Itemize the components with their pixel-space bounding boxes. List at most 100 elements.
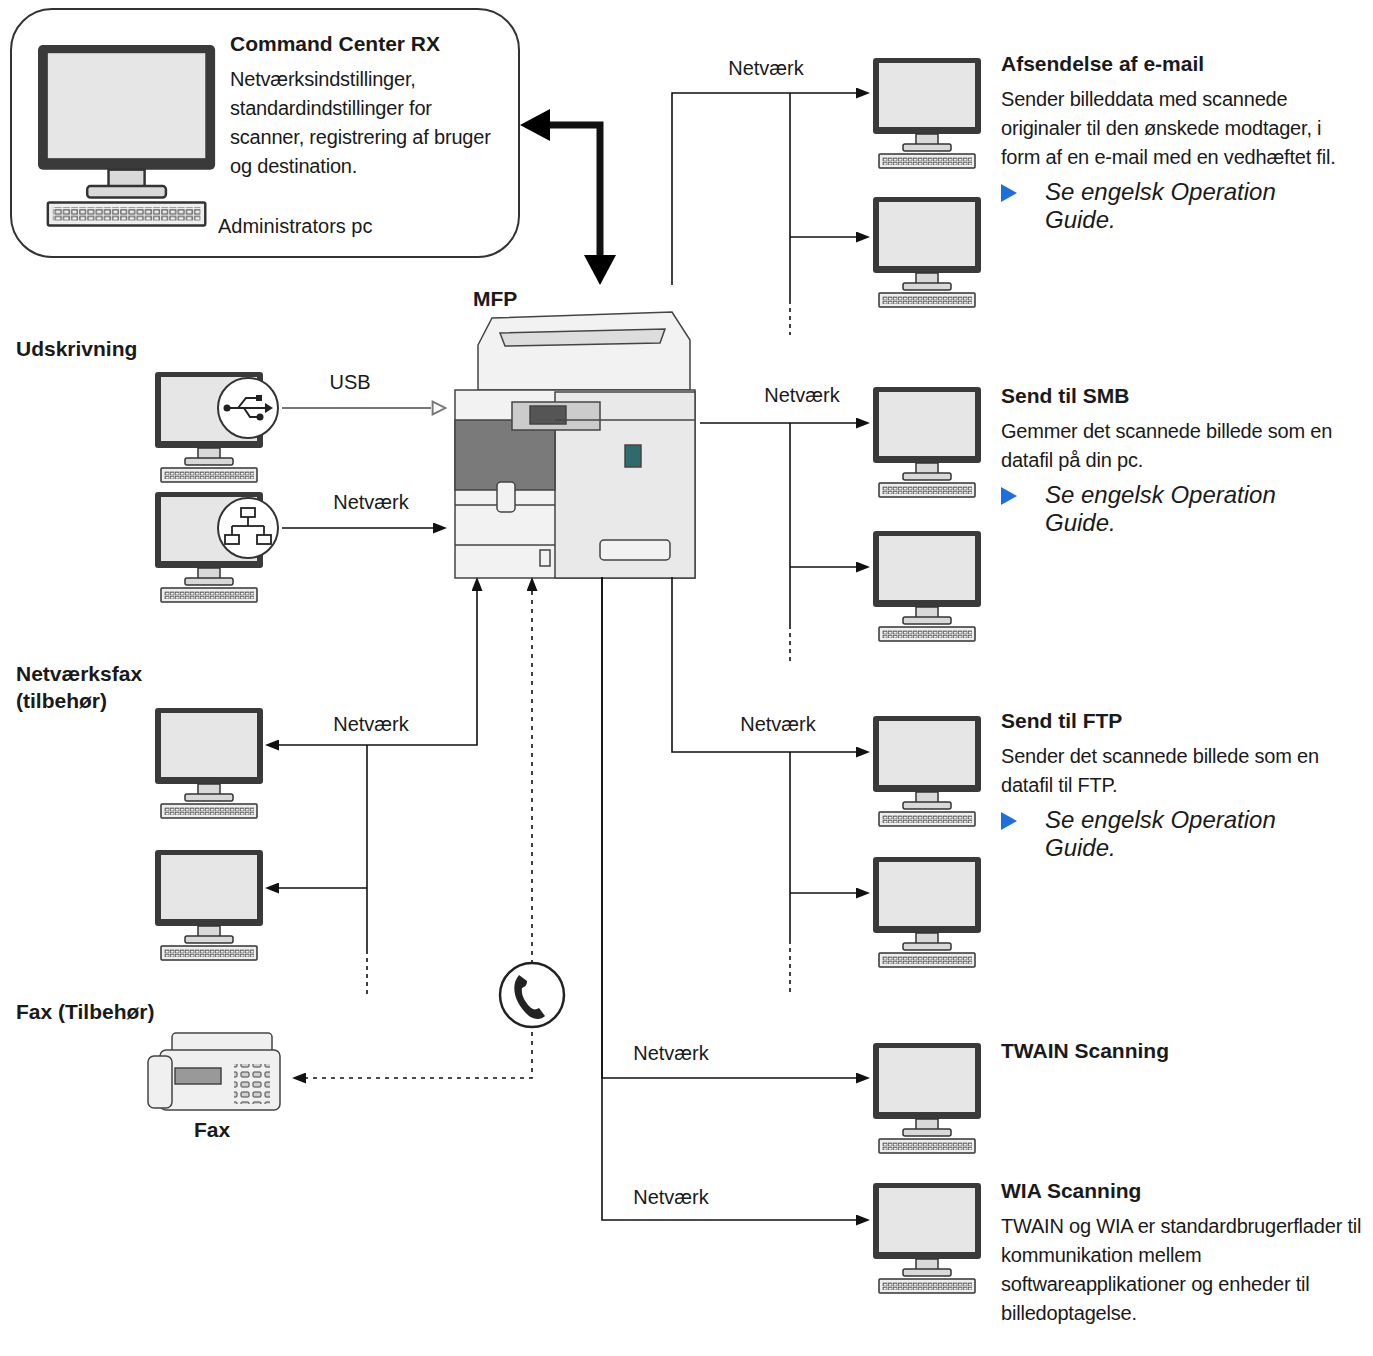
network-badge xyxy=(263,526,265,535)
text-column: Netværksfax (tilbehør) xyxy=(16,660,166,722)
network-badge xyxy=(218,498,278,558)
network-badge xyxy=(225,508,271,544)
computer-icons xyxy=(873,58,981,168)
node-heading: Fax xyxy=(194,1116,254,1143)
network-badge xyxy=(241,508,255,517)
mfp-illustration xyxy=(555,392,695,578)
node-heading: Send til SMB xyxy=(1001,382,1363,409)
mfp-device: MFP xyxy=(447,285,700,577)
branch-lines xyxy=(790,236,856,238)
computer-icons xyxy=(155,708,263,818)
network-connector xyxy=(282,527,433,529)
usb-badge xyxy=(218,378,278,438)
connectors xyxy=(279,93,856,1220)
phone-symbol xyxy=(500,963,564,1027)
mfp-illustration xyxy=(455,544,555,546)
mfp-illustration xyxy=(555,419,695,421)
mfp-illustration xyxy=(497,482,515,512)
node-text: Netværksindstillinger, standardindstilli… xyxy=(230,65,502,181)
node-heading: MFP xyxy=(473,285,553,312)
mfp-illustration xyxy=(512,402,600,430)
network-badge xyxy=(257,535,271,544)
node-heading: Udskrivning xyxy=(16,335,146,362)
text-column: WIA ScanningTWAIN og WIA er standardbrug… xyxy=(1001,1177,1363,1328)
text-column: Send til SMB Gemmer det scannede billede … xyxy=(1001,382,1363,537)
mfp-illustration xyxy=(455,390,695,578)
text-column: MFP xyxy=(473,285,553,312)
computer-icons xyxy=(873,387,981,497)
mfp-illustration xyxy=(478,312,690,390)
branch-lines xyxy=(789,300,791,335)
mfp-illustration xyxy=(600,540,670,560)
computer-icons xyxy=(873,716,981,826)
branch-lines xyxy=(279,887,367,889)
node-heading: WIA Scanning xyxy=(1001,1177,1363,1204)
fax-machine xyxy=(175,1068,221,1084)
usb-badge xyxy=(257,414,264,421)
network-badge xyxy=(225,535,239,544)
node-text: Administrators pc xyxy=(218,212,418,241)
branch-lines xyxy=(366,950,368,995)
reference-note: Se engelsk Operation Guide. xyxy=(1001,481,1307,537)
mfp-illustration xyxy=(625,445,641,467)
node-text: TWAIN og WIA er standardbrugerflader til… xyxy=(1001,1212,1363,1328)
network-connector xyxy=(279,591,477,745)
smb-group: Send til SMB Gemmer det scannede billede … xyxy=(870,380,1369,665)
network-connector xyxy=(550,125,600,255)
node-heading: Fax (Tilbehør) xyxy=(16,998,191,1025)
connector-label: Netværk xyxy=(724,56,808,80)
computer-icons xyxy=(155,58,981,1293)
node-heading: Afsendelse af e-mail xyxy=(1001,50,1363,77)
node-text: Sender det scannede billede som en dataf… xyxy=(1001,742,1363,800)
branch-lines xyxy=(789,423,791,625)
usb-badge xyxy=(244,408,257,417)
network-connector xyxy=(700,422,856,424)
mfp-illustration xyxy=(500,329,665,346)
computer-icons xyxy=(873,197,981,307)
phone-symbol xyxy=(514,975,545,1019)
usb-badge xyxy=(265,403,273,413)
fax-group: Fax (Tilbehør) Fax xyxy=(14,998,292,1149)
branch-lines xyxy=(366,745,368,950)
computer-icons xyxy=(155,850,263,960)
mfp-illustration xyxy=(540,550,550,566)
text-column: Command Center RX Netværksindstillinger, … xyxy=(230,30,502,181)
branch-lines xyxy=(789,93,791,300)
node-heading: TWAIN Scanning xyxy=(1001,1037,1363,1064)
network-connector xyxy=(672,93,856,285)
fax-machine xyxy=(160,1050,280,1110)
node-text: Sender billeddata med scannede originale… xyxy=(1001,85,1363,172)
computer-icons xyxy=(873,1043,981,1153)
usb-badge xyxy=(224,405,231,412)
branch-lines xyxy=(789,625,791,665)
network-connector xyxy=(602,577,856,1220)
text-column: Fax xyxy=(194,1116,254,1143)
network-badge xyxy=(231,526,233,535)
fax-machine xyxy=(148,1056,172,1108)
twain-group: TWAIN Scanning xyxy=(870,1035,1369,1155)
mfp-illustration xyxy=(455,312,695,578)
connector-label: Netværk xyxy=(329,490,413,514)
netfax-group: Netværksfax (tilbehør) xyxy=(14,660,265,970)
connector-label: Netværk xyxy=(629,1041,713,1065)
network-badge xyxy=(247,517,249,526)
branch-lines xyxy=(790,566,856,568)
text-column: Administrators pc xyxy=(218,212,418,241)
reference-note: Se engelsk Operation Guide. xyxy=(1001,178,1307,234)
network-connector xyxy=(602,577,856,1078)
usb-badge xyxy=(229,407,266,409)
network-connector xyxy=(282,407,431,409)
node-heading: Command Center RX xyxy=(230,30,502,57)
text-column: Fax (Tilbehør) xyxy=(16,998,191,1025)
ftp-group: Send til FTP Sender det scannede billede … xyxy=(870,705,1369,995)
email-group: Afsendelse af e-mailSender billeddata me… xyxy=(870,48,1369,338)
network-badge xyxy=(218,498,278,558)
node-text: Gemmer det scannede billede som en dataf… xyxy=(1001,417,1363,475)
usb-badge xyxy=(256,395,262,401)
connector-label: USB xyxy=(325,370,374,394)
usb-badge xyxy=(218,378,278,438)
node-heading: Send til FTP xyxy=(1001,707,1363,734)
wia-group: WIA ScanningTWAIN og WIA er standardbrug… xyxy=(870,1175,1369,1351)
network-badge xyxy=(232,525,264,527)
